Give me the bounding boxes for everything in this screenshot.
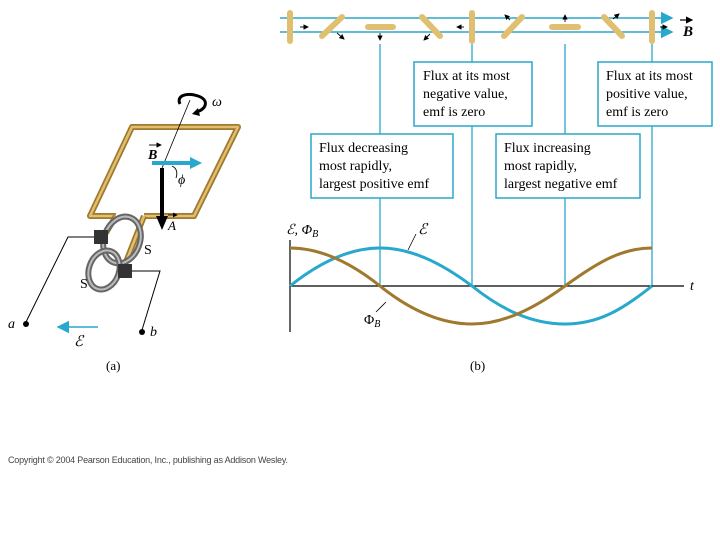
generator-apparatus: ω B A ϕ S S a b ℰ (8, 92, 241, 373)
loop-orientation-8 (601, 14, 625, 39)
wire-a (25, 236, 94, 323)
rotation-axis (161, 99, 191, 169)
B-field-arrowhead-icon (190, 157, 202, 169)
angle-arc (171, 165, 178, 179)
callout-line: emf is zero (606, 105, 668, 120)
area-vector-arrow-icon (336, 32, 345, 40)
emf-label: ℰ (74, 334, 85, 350)
callout-neg: Flux at its most negative value, emf is … (413, 61, 533, 127)
area-vector-arrow-icon (423, 33, 431, 41)
omega-label: ω (212, 95, 222, 110)
brush-upper (94, 230, 108, 244)
callout-line: most rapidly, (319, 159, 392, 174)
callout-line: most rapidly, (504, 159, 577, 174)
area-vector-arrow-icon (504, 14, 511, 21)
terminal-b (139, 329, 145, 335)
callout-line: negative value, (423, 87, 508, 102)
callout-line: positive value, (606, 87, 688, 102)
x-axis-label: t (690, 279, 695, 294)
flux-curve (289, 246, 653, 326)
terminal-a-label: a (8, 317, 15, 332)
A-vector-label: A (167, 218, 176, 233)
flux-curve-leader (375, 301, 387, 313)
callout-line: Flux at its most (606, 69, 693, 84)
copyright-notice: Copyright © 2004 Pearson Education, Inc.… (8, 455, 288, 465)
y-axis-label: ℰ, ΦB (286, 223, 318, 240)
rotation-arrowhead-icon (192, 108, 200, 116)
callout-line: largest negative emf (504, 177, 618, 192)
callout-box (413, 61, 533, 127)
area-vector-arrow-icon (612, 13, 620, 20)
panel-label-a: (a) (106, 358, 120, 373)
callout-line: Flux decreasing (319, 141, 408, 156)
terminal-b-label: b (150, 325, 157, 340)
loop-orientation-2 (319, 14, 345, 39)
emf-curve-leader (407, 233, 417, 251)
slip-ring-label-upper: S (144, 243, 152, 258)
field-B-label: B (682, 24, 693, 40)
callout-box (310, 133, 454, 199)
callout-inc: Flux increasing most rapidly, largest ne… (495, 133, 641, 199)
callout-leaders (379, 44, 653, 286)
B-vector-label: B (147, 148, 157, 163)
rotation-arrow-icon (177, 92, 207, 114)
emf-curve-label: ℰ (418, 222, 429, 238)
emf-curve (289, 246, 653, 326)
callout-box (495, 133, 641, 199)
field-strip: B (280, 10, 694, 44)
callout-line: Flux increasing (504, 141, 591, 156)
loop-orientation-6 (501, 14, 525, 39)
wire-b (132, 270, 161, 331)
slip-ring-label-lower: S (80, 277, 88, 292)
terminal-a (23, 321, 29, 327)
callout-pos: Flux at its most positive value, emf is … (597, 61, 713, 127)
callout-dec: Flux decreasing most rapidly, largest po… (310, 133, 454, 199)
slip-rings (85, 213, 144, 293)
flux-curve-label: ΦB (364, 313, 380, 330)
phi-label: ϕ (178, 173, 185, 188)
area-vector-arrows (300, 13, 668, 41)
callout-box (597, 61, 713, 127)
callout-line: Flux at its most (423, 69, 510, 84)
loop-orientations (287, 10, 655, 44)
graph-panel: ℰ, ΦB t ℰ ΦB (b) (286, 222, 695, 373)
loop-orientation-4 (419, 14, 443, 39)
area-vector-arrowhead-icon (156, 216, 168, 230)
callout-line: largest positive emf (319, 177, 429, 192)
panel-label-b: (b) (470, 358, 485, 373)
callout-line: emf is zero (423, 105, 485, 120)
brush-lower (118, 264, 132, 278)
